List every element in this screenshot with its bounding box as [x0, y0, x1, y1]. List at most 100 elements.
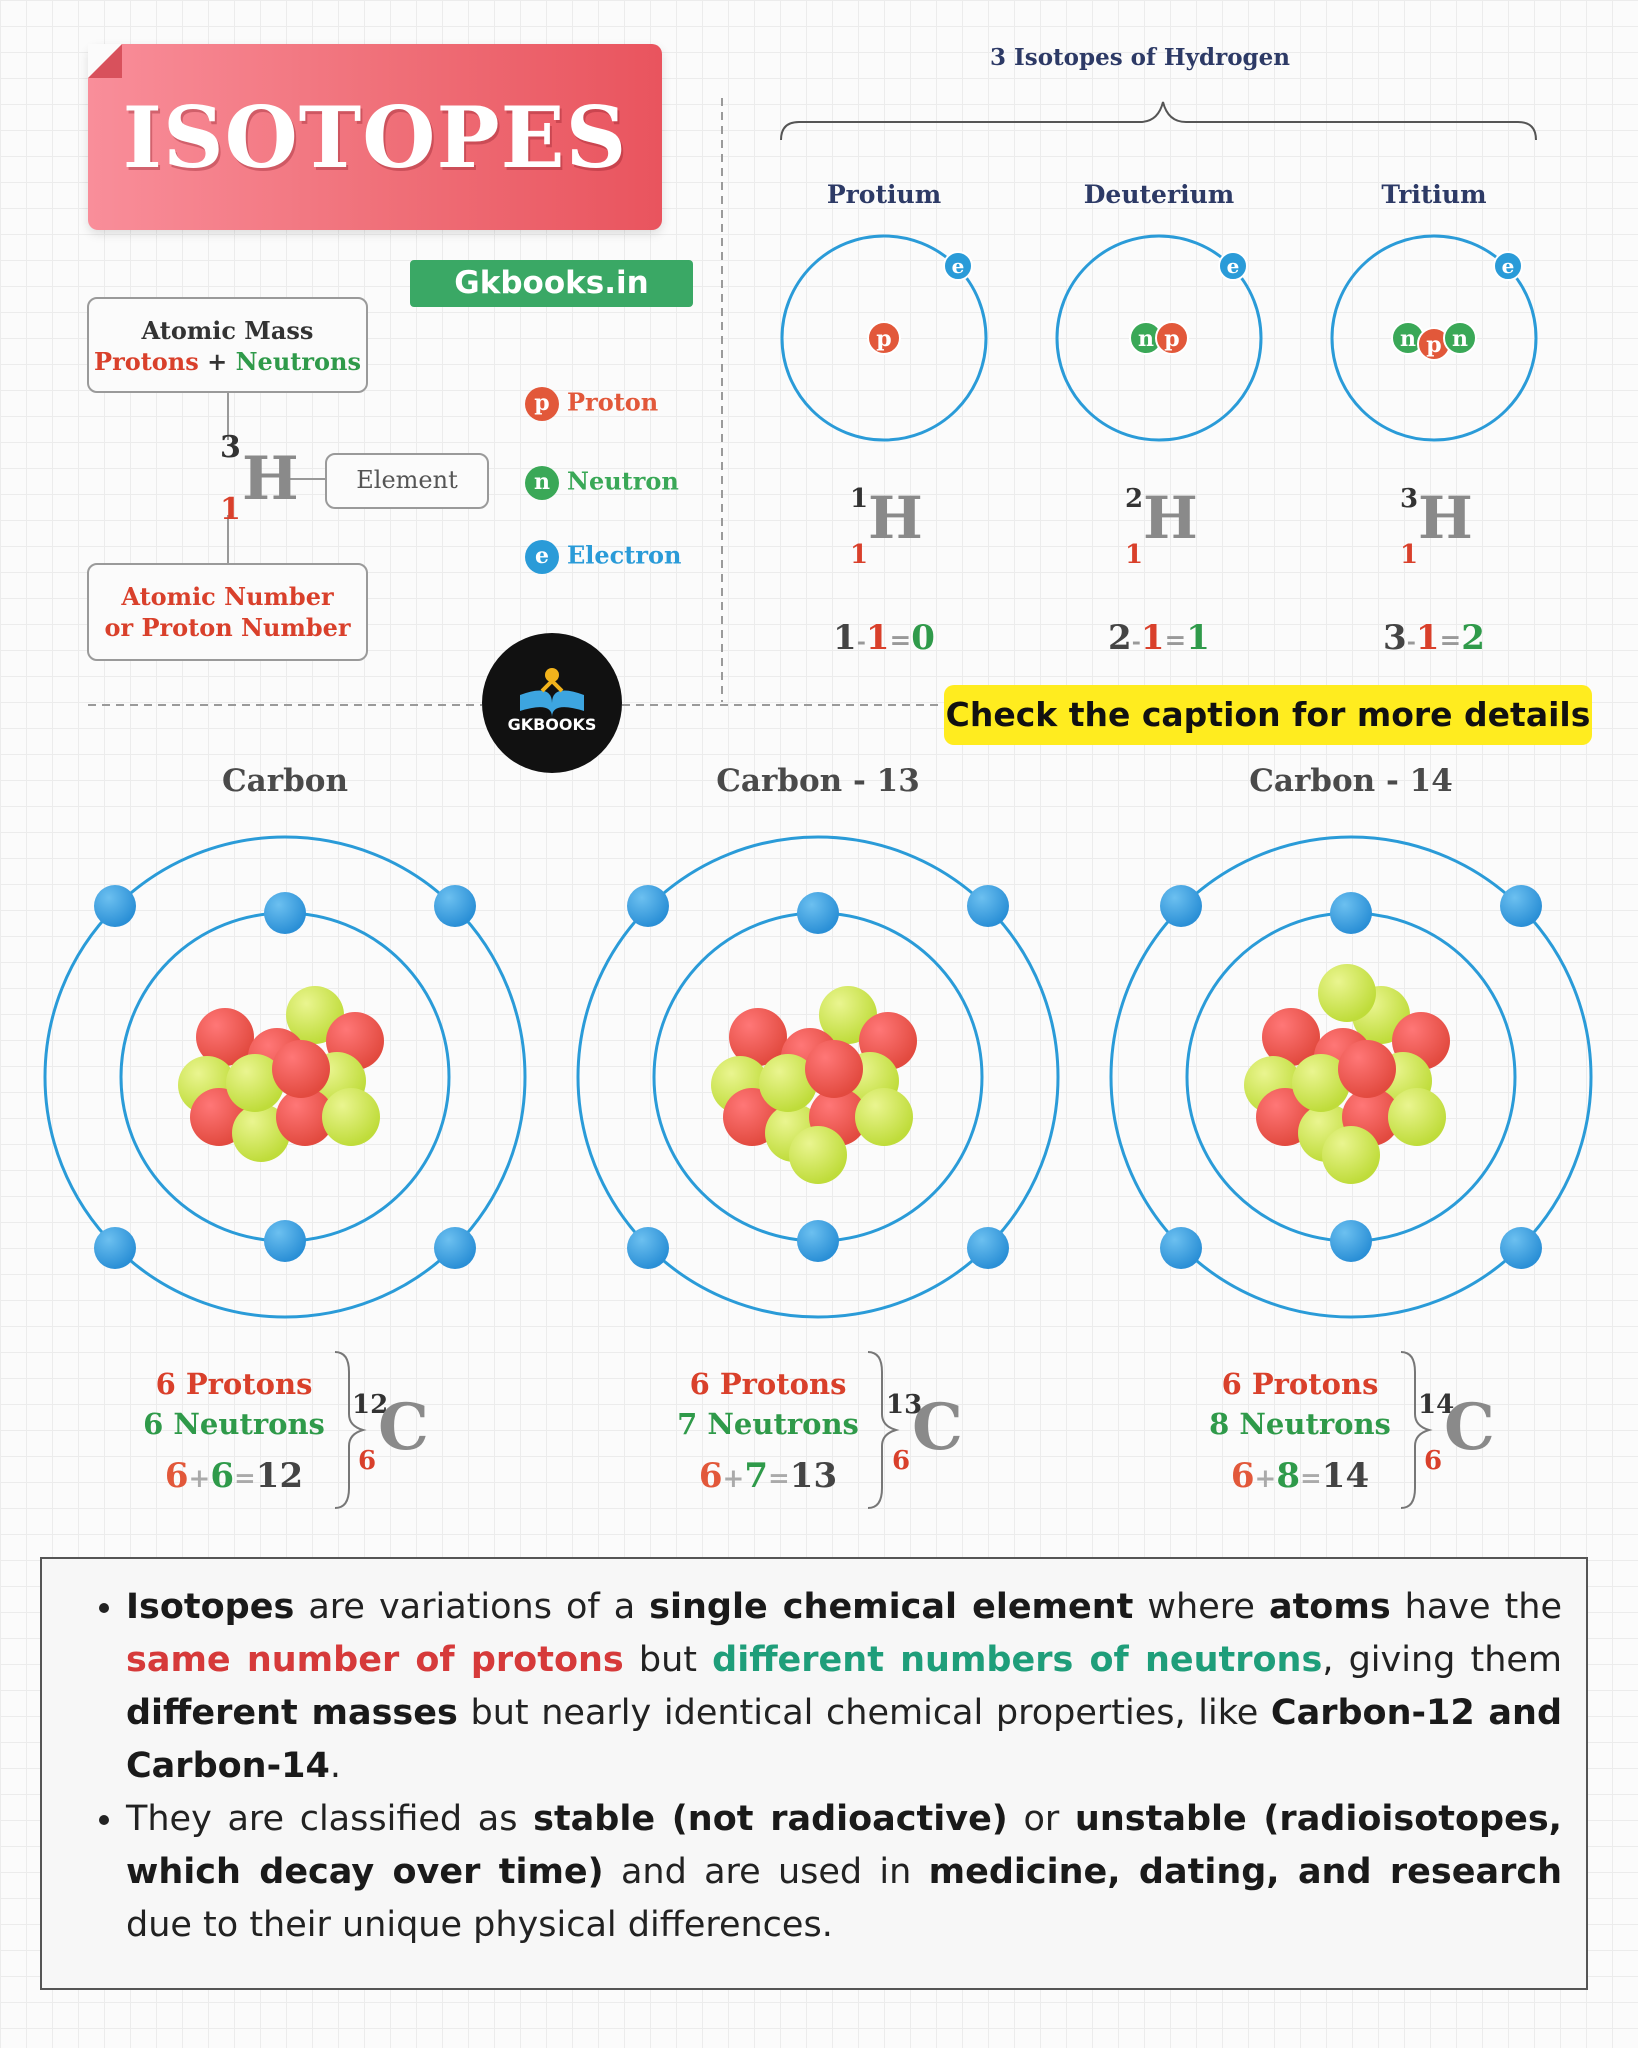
deuterium-eq-op: - [1131, 629, 1141, 655]
carbon-13-protons: 6 Protons [689, 1367, 847, 1401]
carbon-12-eq-op: + [188, 1464, 211, 1494]
carbon-14-counts: 6 Protons 8 Neutrons [1200, 1364, 1400, 1444]
desc-b2-t7: due to their unique physical differences… [126, 1905, 833, 1945]
deuterium-equation: 2-1=1 [1059, 618, 1259, 658]
carbon-14-letter: C [1444, 1390, 1495, 1465]
carbon-outer-orbit [43, 835, 527, 1319]
tritium-eq-b: 1 [1415, 618, 1440, 658]
protium-letter: H [868, 484, 923, 552]
atomic-mass-label: Atomic Mass [141, 316, 314, 345]
carbon-12-atomic: 6 [358, 1446, 377, 1476]
desc-b1-t7: same number of protons [126, 1640, 624, 1680]
desc-b1-t3: single chemical element [649, 1587, 1134, 1627]
carbon-14-eq-b: 8 [1276, 1456, 1300, 1496]
tritium-title: Tritium [1381, 180, 1487, 209]
neutron-icon: n [525, 466, 559, 500]
description-bullet-2: They are classified as stable (not radio… [126, 1793, 1562, 1952]
brand-badge: Gkbooks.in [410, 260, 693, 307]
plus-sign: + [207, 347, 228, 376]
carbon-12-title: Carbon [222, 763, 348, 799]
carbon-12-eq-r: 12 [255, 1456, 304, 1496]
desc-b1-t14: . [329, 1746, 341, 1786]
deuterium-eq-b: 1 [1140, 618, 1165, 658]
electron-glyph: e [952, 254, 965, 278]
nucleon-glyph: p [1426, 332, 1441, 358]
carbon13-electron-3 [627, 885, 669, 927]
carbon13-electron-2 [797, 1220, 839, 1262]
carbon14-electron-6 [1500, 1227, 1542, 1269]
deuterium-title: Deuterium [1083, 180, 1235, 209]
carbon-electron-5 [94, 1227, 136, 1269]
carbon13-electron-1 [797, 892, 839, 934]
protium-nucleon-p [867, 321, 901, 355]
hydrogen-heading: 3 Isotopes of Hydrogen [989, 44, 1290, 71]
desc-b2-t4: unstable (radioisotopes, which decay ove… [126, 1799, 1562, 1892]
tritium-nucleon-n [1443, 321, 1477, 355]
atomic-number-label: Atomic Number [121, 582, 334, 611]
electron-glyph: e [1227, 254, 1240, 278]
desc-b1-t8: but [623, 1640, 713, 1680]
carbon-electron-6 [434, 1227, 476, 1269]
carbon-12-counts: 6 Protons 6 Neutrons [134, 1364, 334, 1444]
desc-b1-t4: where [1133, 1587, 1269, 1627]
carbon-13-atomic: 6 [892, 1446, 911, 1476]
book-icon [520, 668, 584, 717]
protium-eq-a: 1 [833, 618, 857, 658]
desc-b1-t1: Isotopes [126, 1587, 295, 1627]
carbon13-electron-5 [627, 1227, 669, 1269]
carbon-13-eq-b: 7 [744, 1456, 768, 1496]
carbon-14-title: Carbon - 14 [1249, 763, 1453, 799]
carbon-proton-12 [272, 1040, 330, 1098]
carbon-proton-1 [196, 1008, 254, 1066]
deuterium-nucleon-p [1155, 321, 1189, 355]
tritium-eq-r: 2 [1461, 618, 1485, 658]
carbon13-proton-12 [805, 1040, 863, 1098]
protium-eq-eq: = [889, 626, 912, 656]
tritium-atomic: 1 [1400, 540, 1419, 570]
element-label-box: Element [325, 453, 489, 509]
carbon13-neutron-13 [789, 1126, 847, 1184]
protium-orbit [780, 234, 988, 442]
carbon13-neutron-10 [855, 1088, 913, 1146]
desc-b1-t9: different numbers of neutrons [712, 1640, 1323, 1680]
carbon-13-eq-eq: = [768, 1464, 790, 1494]
carbon-neutron-8 [232, 1104, 290, 1162]
carbon-13-eq-r: 13 [789, 1456, 838, 1496]
desc-b2-t5: and are used in [603, 1852, 929, 1892]
desc-b2-t2: stable (not radioactive) [533, 1799, 1008, 1839]
carbon-electron-1 [264, 892, 306, 934]
carbon14-proton-1 [1262, 1008, 1320, 1066]
carbon14-electron-3 [1160, 885, 1202, 927]
carbon14-outer-orbit [1109, 835, 1593, 1319]
carbon-13-letter: C [912, 1390, 963, 1465]
description-bullet-1: Isotopes are variations of a single chem… [126, 1581, 1562, 1793]
carbon-proton-9 [276, 1088, 334, 1146]
carbon-12-letter: C [378, 1390, 429, 1465]
desc-b1-t10: , giving them [1322, 1640, 1563, 1680]
gkbooks-logo-text: GKBOOKS [507, 715, 597, 734]
carbon-13-counts: 6 Protons 7 Neutrons [668, 1364, 868, 1444]
carbon14-electron-1 [1330, 892, 1372, 934]
carbon-14-eq-eq: = [1300, 1464, 1322, 1494]
tritium-eq-a: 3 [1383, 618, 1407, 658]
carbon-14-eq-r: 14 [1321, 1456, 1370, 1496]
carbon14-electron-5 [1160, 1227, 1202, 1269]
deuterium-eq-a: 2 [1108, 618, 1132, 658]
caption-note: Check the caption for more details [944, 685, 1592, 745]
carbon-12-neutrons: 6 Neutrons [143, 1407, 325, 1441]
legend-proton-label: Proton [567, 387, 659, 417]
carbon14-proton-12 [1338, 1040, 1396, 1098]
carbon-14-protons: 6 Protons [1221, 1367, 1379, 1401]
carbon13-electron-6 [967, 1227, 1009, 1269]
carbon-neutron-11 [226, 1054, 284, 1112]
carbon13-proton-1 [729, 1008, 787, 1066]
tritium-letter: H [1418, 484, 1473, 552]
page-title: ISOTOPES [122, 88, 628, 187]
banner-fold [88, 44, 122, 78]
protium-atomic: 1 [850, 540, 869, 570]
protium-equation: 1-1=0 [784, 618, 984, 658]
desc-b1-t2: are variations of a [294, 1587, 650, 1627]
